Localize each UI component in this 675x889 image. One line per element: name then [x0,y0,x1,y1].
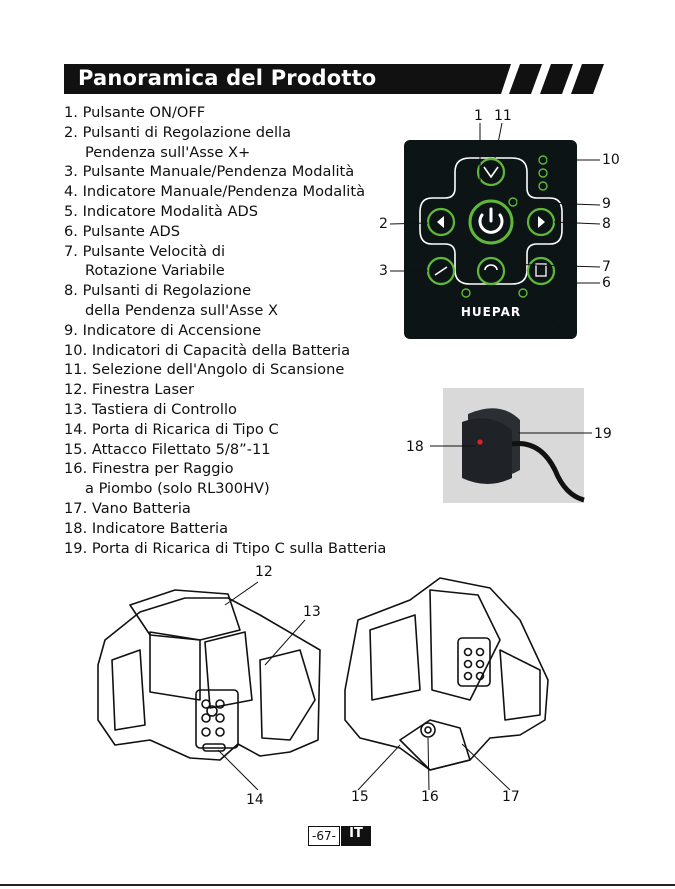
list-item-continuation: a Piombo (solo RL300HV) [85,480,270,498]
callout-15: 15 [351,789,369,805]
list-item-label: 11. Selezione dell'Angolo di Scansione [64,361,345,379]
callout-2: 2 [379,216,388,232]
list-item: 16. Finestra per Raggio a Piombo (solo RL… [64,459,424,499]
list-item-label: 5. Indicatore Modalità ADS [64,202,258,220]
list-item-label: 6. Pulsante ADS [64,222,181,240]
page-title: Panoramica del Prodotto [78,66,377,90]
list-item: 13. Tastiera di Controllo [64,400,424,420]
callout-1: 1 [474,108,483,124]
list-item-label: 10. Indicatori di Capacità della Batteri… [64,341,351,359]
list-item: 19. Porta di Ricarica di Ttipo C sulla B… [64,539,424,559]
list-item-label: 16. Finestra per Raggio [64,460,234,478]
list-item-label: 7. Pulsante Velocità di [64,242,226,260]
language-badge [341,826,371,846]
battery-photo [430,388,592,503]
list-item-label: 3. Pulsante Manuale/Pendenza Modalità [64,163,355,181]
list-item: 12. Finestra Laser [64,380,424,400]
list-item-label: 18. Indicatore Batteria [64,519,229,537]
callout-17: 17 [502,789,520,805]
list-item-label: 4. Indicatore Manuale/Pendenza Modalità [64,183,366,201]
callout-3: 3 [379,263,388,279]
callout-6: 6 [602,275,611,291]
laser-level-views [97,577,549,790]
list-item-continuation: Pendenza sull'Asse X+ [85,143,251,161]
callout-7: 7 [602,259,611,275]
list-item: 4. Indicatore Manuale/Pendenza Modalità [64,182,424,202]
callout-5: 5 [557,325,566,341]
control-keypad-diagram [389,122,601,339]
callout-14: 14 [246,792,264,808]
callout-11: 11 [494,108,512,124]
list-item: 9. Indicatore di Accensione [64,321,424,341]
list-item: 18. Indicatore Batteria [64,519,424,539]
callout-19: 19 [594,426,612,442]
list-item-label: 15. Attacco Filettato 5/8”-11 [64,440,271,458]
list-item-label: 14. Porta di Ricarica di Tipo C [64,420,279,438]
list-item: 7. Pulsante Velocità di Rotazione Variabi… [64,242,424,282]
list-item: 11. Selezione dell'Angolo di Scansione [64,360,424,380]
callout-18: 18 [406,439,424,455]
list-item-continuation: Rotazione Variabile [85,262,225,280]
list-item-label: 17. Vano Batteria [64,499,191,517]
list-item: 15. Attacco Filettato 5/8”-11 [64,440,424,460]
callout-10: 10 [602,152,620,168]
list-item-label: 1. Pulsante ON/OFF [64,104,206,121]
list-item-continuation: della Pendenza sull'Asse X [85,301,278,319]
list-item-label: 8. Pulsanti di Regolazione [64,282,252,300]
callout-9: 9 [602,196,611,212]
list-item: 17. Vano Batteria [64,499,424,519]
callout-16: 16 [421,789,439,805]
list-item-label: 2. Pulsanti di Regolazione della [64,123,292,141]
callout-8: 8 [602,216,611,232]
language-code: IT [349,826,363,841]
keypad-brand: HUEPAR [460,305,522,319]
list-item-label: 12. Finestra Laser [64,381,195,399]
callout-12: 12 [255,564,273,580]
parts-list: 1. Pulsante ON/OFF 2. Pulsanti di Regolaz… [64,103,424,558]
list-item: 6. Pulsante ADS [64,222,424,242]
list-item-label: 19. Porta di Ricarica di Ttipo C sulla B… [64,539,387,557]
list-item: 5. Indicatore Modalità ADS [64,202,424,222]
list-item: 14. Porta di Ricarica di Tipo C [64,420,424,440]
bottom-rule [0,884,675,886]
callout-13: 13 [303,604,321,620]
list-item-label: 9. Indicatore di Accensione [64,321,262,339]
title-banner [64,64,604,94]
page-number: -67- [308,826,340,846]
list-item-label: 13. Tastiera di Controllo [64,400,237,418]
list-item: 1. Pulsante ON/OFF [64,103,424,123]
list-item: 10. Indicatori di Capacità della Batteri… [64,341,424,361]
callout-4: 4 [422,325,431,341]
list-item: 3. Pulsante Manuale/Pendenza Modalità [64,162,424,182]
